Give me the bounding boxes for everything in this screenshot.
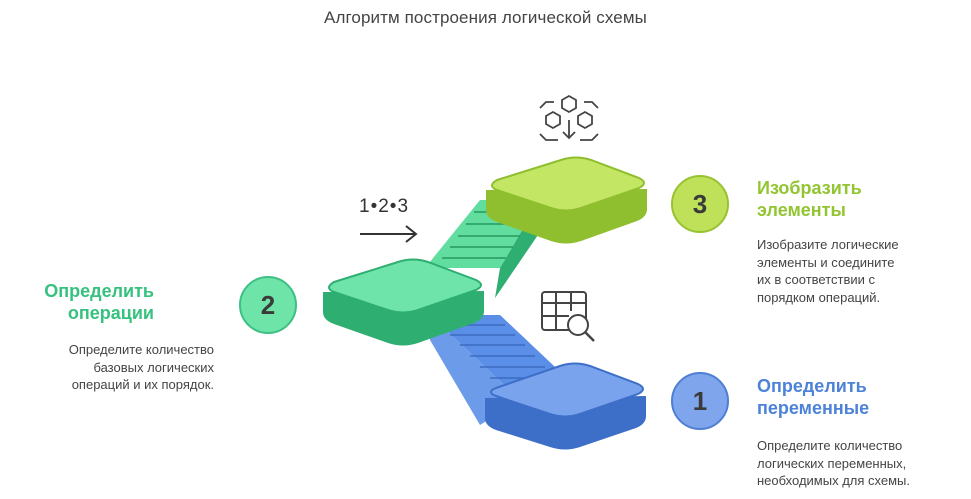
step-2-heading-line1: Определить: [44, 281, 154, 301]
step-3-desc-line3: их в соответствии с: [757, 272, 876, 287]
step-1-badge: 1: [671, 372, 729, 430]
step-2-heading: Определить операции: [20, 280, 154, 324]
step-1-desc-line2: логических переменных,: [757, 455, 907, 471]
step-2-desc-line3: операций и их порядок.: [71, 377, 214, 392]
step-2-heading-line2: операции: [67, 303, 154, 323]
step-1-heading: Определить переменные: [757, 375, 869, 419]
step-1-heading-line1: Определить: [757, 376, 867, 396]
step-3-desc-line1: Изобразите логические: [757, 237, 899, 252]
step-2-desc-line2: базовых логических: [93, 359, 214, 375]
step-1-desc-line3: необходимых для схемы.: [757, 473, 910, 488]
step-1-heading-line2: переменные: [757, 398, 870, 418]
step-3-desc-line4: порядком операций.: [757, 289, 881, 305]
network-download-icon: [539, 94, 599, 141]
step-3-heading-line1: Изобразить: [757, 178, 862, 198]
diagram-title: Алгоритм построения логической схемы: [324, 8, 647, 27]
step-1-description: Определите количество логических перемен…: [757, 437, 910, 490]
step-3-heading: Изобразить элементы: [757, 177, 862, 221]
step-3-badge: 3: [671, 175, 729, 233]
table-search-icon: [541, 291, 595, 342]
step-2-desc-line1: Определите количество: [68, 342, 214, 357]
platform-step-1: [485, 362, 646, 450]
step-3-desc-line2: элементы и соедините: [757, 254, 895, 270]
platform-step-3: [486, 156, 647, 244]
step-2-description: Определите количество базовых логических…: [14, 341, 214, 394]
step-3-heading-line2: элементы: [757, 200, 846, 220]
step-1-desc-line1: Определите количество: [757, 438, 903, 453]
step-2-badge: 2: [239, 276, 297, 334]
platform-step-2: [323, 258, 484, 346]
sequence-label: 1•2•3: [359, 196, 410, 217]
step-3-description: Изобразите логические элементы и соедини…: [757, 236, 899, 306]
arrow-right-icon: [360, 225, 418, 243]
